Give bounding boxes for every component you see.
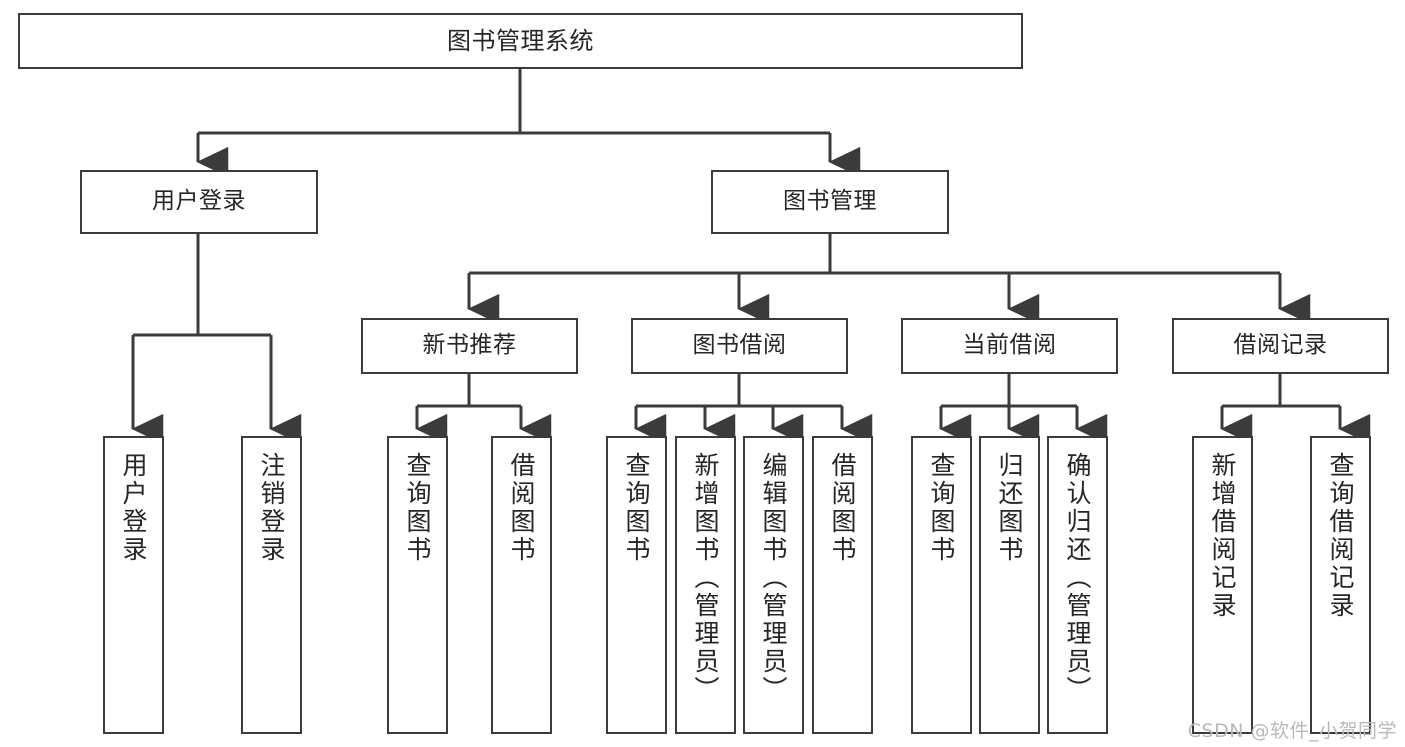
leaf-query-book-3[interactable]: 查询图书	[911, 436, 972, 734]
leaf-query-record[interactable]: 查询借阅记录	[1310, 436, 1371, 734]
leaf-logout-login-label: 注销登录	[257, 452, 286, 564]
leaf-query-book-1-label: 查询图书	[403, 452, 432, 564]
csdn-watermark: CSDN @软件_小贺同学	[1187, 720, 1397, 742]
leaf-return-book[interactable]: 归还图书	[979, 436, 1040, 734]
leaf-confirm-return[interactable]: 确认归还（管理员）	[1047, 436, 1108, 734]
leaf-user-login[interactable]: 用户登录	[103, 436, 164, 734]
node-root-label: 图书管理系统	[447, 26, 594, 55]
node-book-management[interactable]: 图书管理	[711, 170, 949, 234]
node-new-book-recommend-label: 新书推荐	[422, 332, 517, 359]
leaf-add-book-label: 新增图书（管理员）	[691, 452, 720, 704]
node-current-borrow[interactable]: 当前借阅	[901, 318, 1118, 374]
node-book-borrow[interactable]: 图书借阅	[631, 318, 848, 374]
node-borrow-record[interactable]: 借阅记录	[1172, 318, 1389, 374]
leaf-query-book-1[interactable]: 查询图书	[387, 436, 448, 734]
node-new-book-recommend[interactable]: 新书推荐	[361, 318, 578, 374]
node-root[interactable]: 图书管理系统	[18, 13, 1023, 69]
leaf-edit-book[interactable]: 编辑图书（管理员）	[743, 436, 804, 734]
leaf-borrow-book-2[interactable]: 借阅图书	[812, 436, 873, 734]
leaf-confirm-return-label: 确认归还（管理员）	[1063, 452, 1092, 704]
node-user-login-label: 用户登录	[152, 188, 246, 215]
leaf-return-book-label: 归还图书	[995, 452, 1024, 564]
leaf-query-book-3-label: 查询图书	[927, 452, 956, 564]
leaf-user-login-label: 用户登录	[119, 452, 148, 564]
node-book-management-label: 图书管理	[783, 188, 877, 215]
leaf-add-record-label: 新增借阅记录	[1208, 452, 1237, 620]
node-book-borrow-label: 图书借阅	[692, 332, 787, 359]
leaf-edit-book-label: 编辑图书（管理员）	[759, 452, 788, 704]
leaf-borrow-book-1[interactable]: 借阅图书	[491, 436, 552, 734]
node-borrow-record-label: 借阅记录	[1233, 332, 1328, 359]
leaf-add-book[interactable]: 新增图书（管理员）	[675, 436, 736, 734]
leaf-borrow-book-2-label: 借阅图书	[828, 452, 857, 564]
leaf-borrow-book-1-label: 借阅图书	[507, 452, 536, 564]
leaf-add-record[interactable]: 新增借阅记录	[1192, 436, 1253, 734]
leaf-logout-login[interactable]: 注销登录	[241, 436, 302, 734]
leaf-query-book-2[interactable]: 查询图书	[606, 436, 667, 734]
leaf-query-book-2-label: 查询图书	[622, 452, 651, 564]
node-current-borrow-label: 当前借阅	[962, 332, 1057, 359]
leaf-query-record-label: 查询借阅记录	[1326, 452, 1355, 620]
node-user-login[interactable]: 用户登录	[80, 170, 318, 234]
